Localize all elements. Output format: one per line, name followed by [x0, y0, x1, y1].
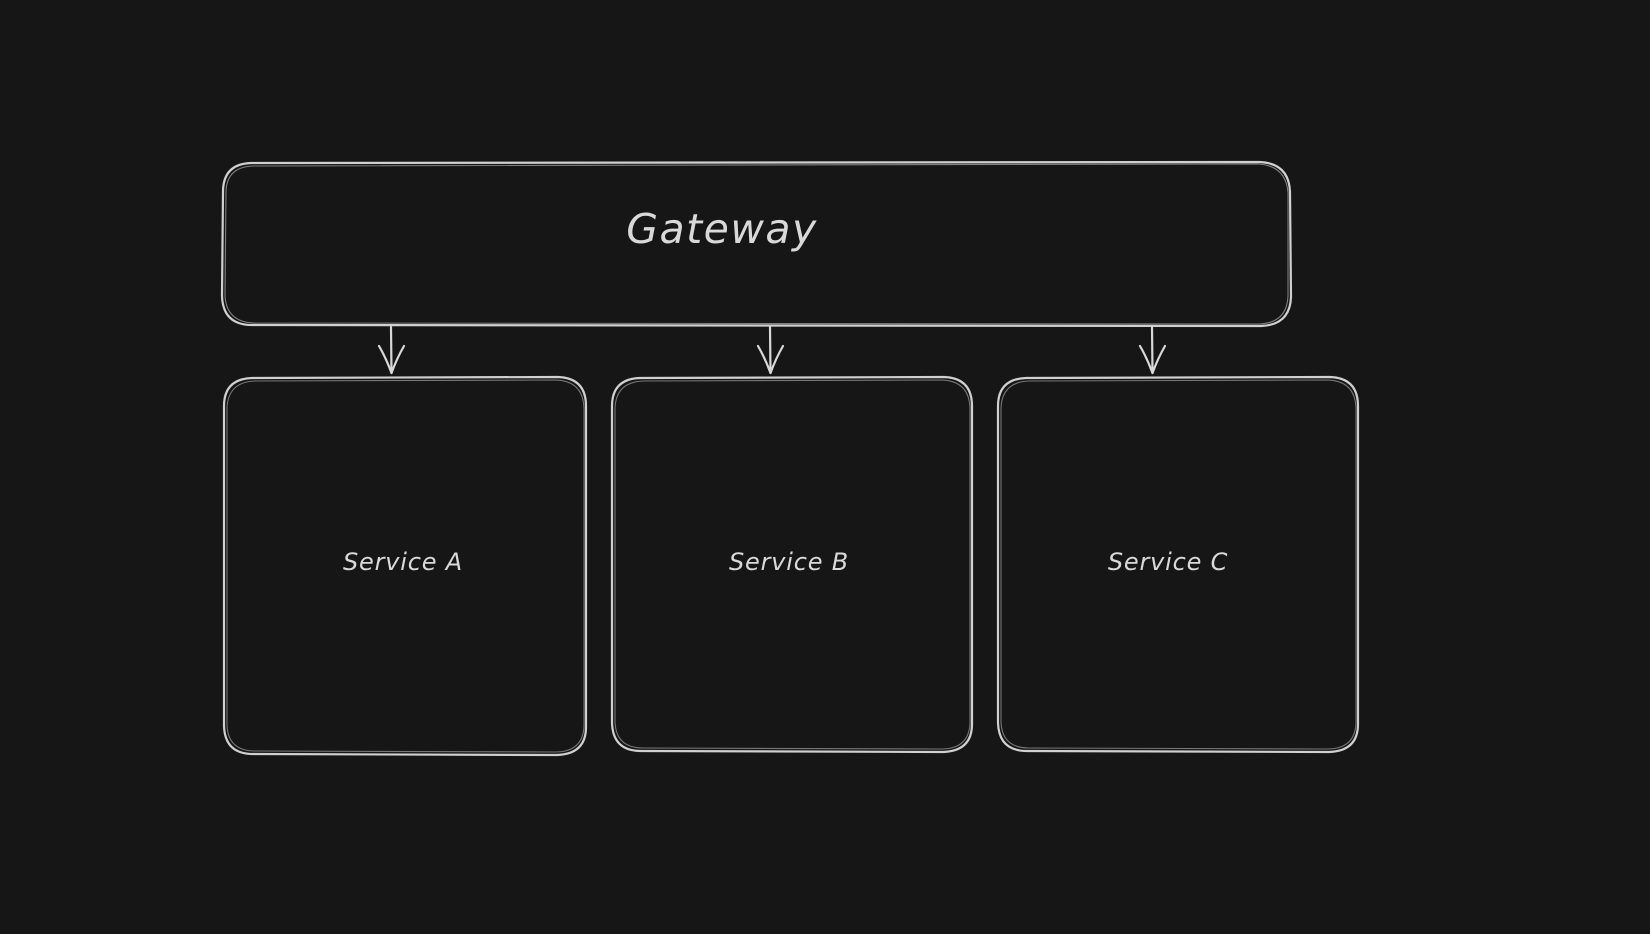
node-label-service-a: Service A	[343, 548, 463, 576]
node-label-gateway: Gateway	[626, 205, 818, 253]
node-gateway-outline[interactable]	[220, 160, 1293, 328]
edge-gateway-to-service-b[interactable]	[756, 325, 785, 375]
edge-gateway-to-service-c[interactable]	[1138, 325, 1167, 375]
node-label-service-c: Service C	[1107, 548, 1229, 576]
node-service-a-outline[interactable]	[222, 375, 588, 757]
edge-gateway-to-service-a[interactable]	[377, 325, 406, 375]
node-service-b-outline[interactable]	[610, 375, 974, 754]
node-label-service-b: Service B	[729, 548, 849, 576]
node-service-c-outline[interactable]	[996, 375, 1360, 754]
